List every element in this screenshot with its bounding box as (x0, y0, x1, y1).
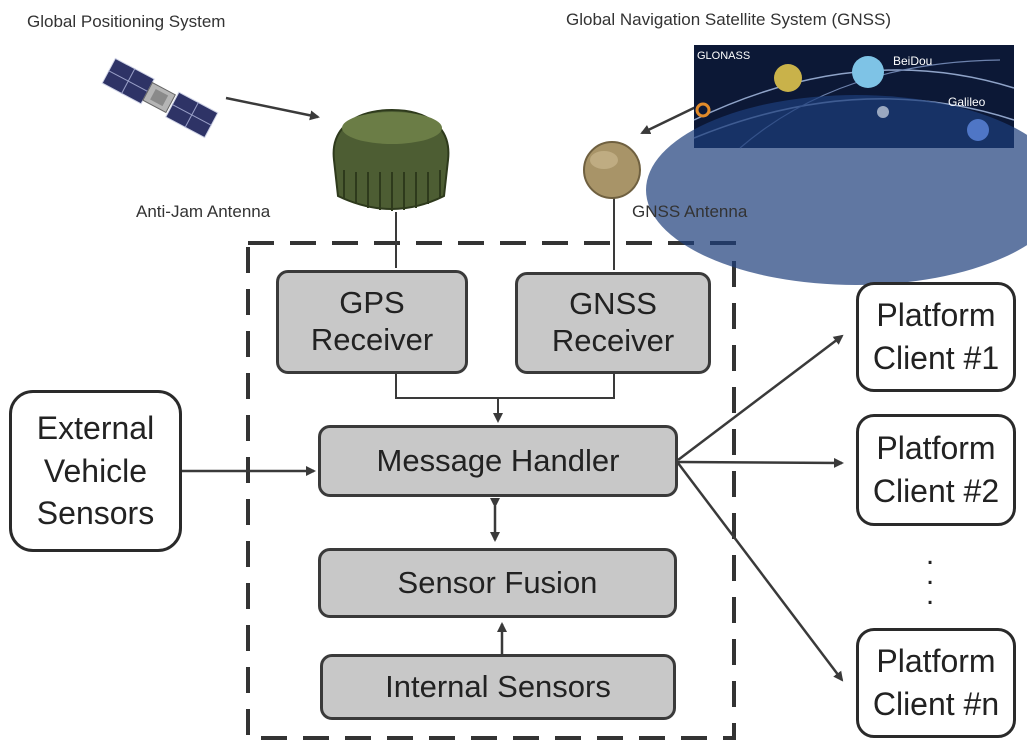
anti-jam-antenna-icon (332, 108, 450, 211)
handler-to-client-1-arrow (677, 334, 844, 461)
handler-to-client-2-arrow (677, 457, 844, 468)
gnss-signal-arrow (640, 103, 701, 135)
anti-jam-antenna-caption: Anti-Jam Antenna (136, 202, 271, 221)
handler-to-client-n-arrow (677, 462, 844, 682)
system-boundary (246, 241, 736, 740)
beidou-label: BeiDou (893, 54, 933, 68)
internal-sensors-block: Internal Sensors (320, 654, 676, 720)
message-handler-block: Message Handler (318, 425, 678, 497)
receivers-merge-line (395, 373, 615, 399)
gnss-antenna-caption: GNSS Antenna (632, 202, 748, 221)
gnss-system-caption: Global Navigation Satellite System (GNSS… (566, 10, 892, 29)
external-vehicle-sensors-block: External Vehicle Sensors (9, 390, 182, 552)
gnss-antenna-icon (583, 141, 641, 199)
sensor-fusion-block: Sensor Fusion (318, 548, 677, 618)
platform-client-n-block: Platform Client #n (856, 628, 1016, 738)
platform-client-2-block: Platform Client #2 (856, 414, 1016, 526)
gnss-constellation-image (646, 45, 1027, 285)
gps-signal-arrow (225, 96, 320, 121)
platform-client-1-block: Platform Client #1 (856, 282, 1016, 392)
glonass-label: GLONASS (697, 50, 751, 62)
gnss-receiver-block: GNSS Receiver (515, 272, 711, 374)
galileo-label: Galileo (948, 95, 986, 109)
gps-system-caption: Global Positioning System (27, 12, 226, 31)
gps-receiver-block: GPS Receiver (276, 270, 468, 374)
clients-ellipsis: . . . (925, 538, 935, 611)
satellite-icon (101, 57, 219, 139)
